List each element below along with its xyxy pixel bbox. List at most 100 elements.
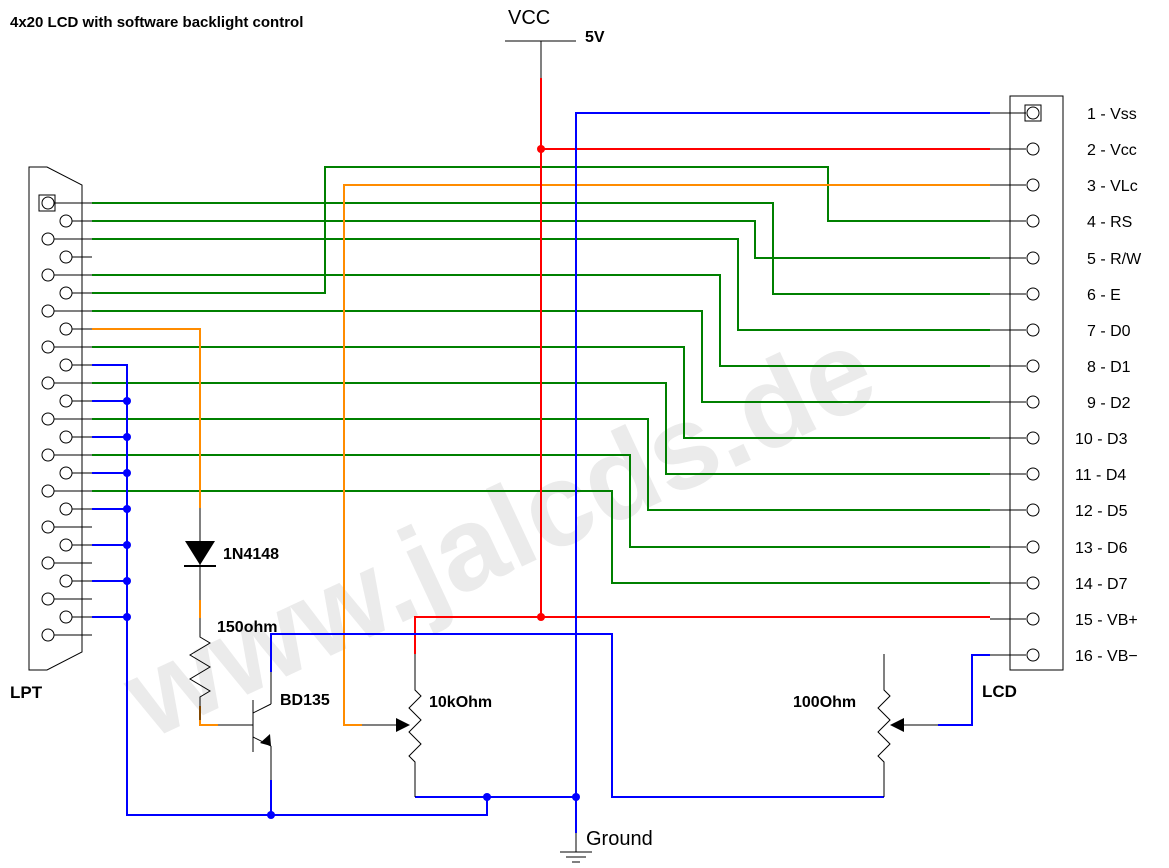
lpt-pin xyxy=(59,214,92,228)
junction-dot xyxy=(572,793,580,801)
lpt-pin xyxy=(59,430,92,444)
pot-contrast-label: 10kOhm xyxy=(429,694,492,711)
potentiometer-100ohm: 100Ohm xyxy=(793,654,938,797)
voltage-label: 5V xyxy=(585,29,605,46)
wire xyxy=(92,490,990,584)
junction-dot xyxy=(123,613,131,621)
transistor-emitter-arrow-icon xyxy=(260,734,271,746)
wiper-arrow-icon xyxy=(396,718,410,732)
wire xyxy=(271,797,488,816)
lpt-pin xyxy=(41,448,92,462)
lpt-pin xyxy=(59,322,92,336)
potentiometer-icon xyxy=(408,654,422,797)
lcd-pin: 12 - D5 xyxy=(990,503,1128,520)
diode-label: 1N4148 xyxy=(223,546,279,563)
wire xyxy=(270,633,884,798)
wire xyxy=(92,382,990,475)
wire xyxy=(92,238,990,331)
lpt-body xyxy=(28,166,83,671)
wire xyxy=(92,346,990,439)
resistor-150ohm: 150ohm xyxy=(189,618,277,720)
pot-backlight-label: 100Ohm xyxy=(793,694,856,711)
lcd-pin-label: 14 - D7 xyxy=(1075,576,1128,593)
lpt-pin xyxy=(59,610,92,624)
lcd-pin-label: 15 - VB+ xyxy=(1075,612,1138,629)
junction-dot xyxy=(267,811,275,819)
lcd-pin-label: 4 - RS xyxy=(1087,214,1132,231)
lcd-pin-label: 16 - VB− xyxy=(1075,648,1138,665)
lcd-pin: 3 - VLc xyxy=(990,178,1138,195)
vcc-label: VCC xyxy=(508,7,550,29)
junction-dot xyxy=(483,793,491,801)
lpt-pin xyxy=(59,502,92,516)
lpt-pin xyxy=(59,358,92,372)
lcd-pin-label: 8 - D1 xyxy=(1087,359,1131,376)
lcd-pin: 15 - VB+ xyxy=(990,612,1138,629)
lcd-pin: 7 - D0 xyxy=(990,323,1131,340)
lcd-pin-label: 7 - D0 xyxy=(1087,323,1131,340)
lpt-pin xyxy=(38,194,92,212)
ground-symbol: Ground xyxy=(560,828,653,863)
lpt-pin xyxy=(59,466,92,480)
lcd-pin-label: 6 - E xyxy=(1087,287,1121,304)
lcd-pin: 10 - D3 xyxy=(990,431,1128,448)
lcd-pin-label: 3 - VLc xyxy=(1087,178,1138,195)
lcd-pin: 2 - Vcc xyxy=(990,142,1137,159)
watermark: www.jalcds.de xyxy=(104,302,894,764)
wire xyxy=(92,418,990,511)
lcd-pin: 16 - VB− xyxy=(990,648,1138,665)
lcd-pin-label: 12 - D5 xyxy=(1075,503,1128,520)
wire xyxy=(343,184,990,726)
lpt-pin xyxy=(41,340,92,354)
watermark-text: www.jalcds.de xyxy=(104,302,894,764)
lcd-pin: 8 - D1 xyxy=(990,359,1131,376)
lpt-pin xyxy=(41,520,92,534)
junction-dot xyxy=(123,433,131,441)
lpt-label: LPT xyxy=(10,683,43,702)
resistor-icon xyxy=(189,618,211,720)
vcc-supply: VCC 5V xyxy=(505,7,605,78)
wire xyxy=(92,328,201,508)
wire xyxy=(92,364,272,816)
junction-dot xyxy=(123,577,131,585)
wire xyxy=(92,274,990,367)
lcd-pin-label: 13 - D6 xyxy=(1075,540,1128,557)
wire xyxy=(938,654,990,726)
lcd-pin: 9 - D2 xyxy=(990,395,1131,412)
lcd-pin: 6 - E xyxy=(990,287,1121,304)
diode-1n4148: 1N4148 xyxy=(184,508,279,600)
lcd-pin-label: 2 - Vcc xyxy=(1087,142,1137,159)
wires xyxy=(92,78,990,833)
ground-label: Ground xyxy=(586,828,653,850)
lcd-pin: 13 - D6 xyxy=(990,540,1128,557)
transistor-bd135: BD135 xyxy=(218,672,330,780)
wire xyxy=(92,220,990,259)
lcd-pin-label: 10 - D3 xyxy=(1075,431,1128,448)
lpt-pin xyxy=(41,232,92,246)
wire xyxy=(414,616,990,654)
lcd-pin-label: 1 - Vss xyxy=(1087,106,1137,123)
lcd-pin: 11 - D4 xyxy=(990,467,1126,484)
lpt-pin xyxy=(41,376,92,390)
lpt-pin xyxy=(59,286,92,300)
diagram-title: 4x20 LCD with software backlight control xyxy=(10,14,303,31)
lcd-pin: 4 - RS xyxy=(990,214,1132,231)
potentiometer-10kohm: 10kOhm xyxy=(362,654,492,797)
lpt-pin xyxy=(59,394,92,408)
wire xyxy=(575,112,990,833)
lcd-pin: 5 - R/W xyxy=(990,251,1142,268)
wire xyxy=(92,310,990,403)
junction-dot xyxy=(537,613,545,621)
wiper-arrow-icon xyxy=(890,718,904,732)
lcd-pin-label: 5 - R/W xyxy=(1087,251,1142,268)
lcd-pin-label: 11 - D4 xyxy=(1075,467,1126,484)
lcd-label: LCD xyxy=(982,682,1017,701)
junction-dot xyxy=(123,541,131,549)
lpt-pin xyxy=(41,628,92,642)
junction-dot xyxy=(123,397,131,405)
lpt-pin xyxy=(41,484,92,498)
lpt-pin xyxy=(59,250,92,264)
lcd-pin-label: 9 - D2 xyxy=(1087,395,1131,412)
resistor-label: 150ohm xyxy=(217,619,277,636)
